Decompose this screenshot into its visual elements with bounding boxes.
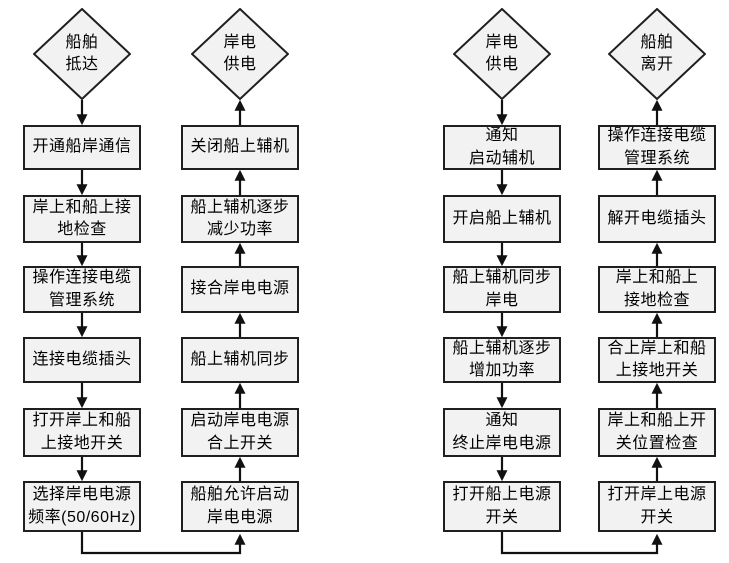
flow-step: 岸上和船上 接地检查 bbox=[598, 266, 716, 313]
terminal-shore-power-right: 岸电 供电 bbox=[453, 8, 551, 100]
terminal-label: 岸电 供电 bbox=[485, 34, 519, 73]
flow-step: 连接电缆插头 bbox=[23, 337, 141, 383]
diamond-shape bbox=[33, 8, 131, 100]
terminal-shore-power-left: 岸电 供电 bbox=[191, 8, 289, 100]
flow-step: 启动岸电电源 合上开关 bbox=[181, 408, 299, 457]
flow-step: 岸上和船上接 地检查 bbox=[23, 195, 141, 243]
flow-step: 接合岸电电源 bbox=[181, 266, 299, 313]
flow-step: 岸上和船上开 关位置检查 bbox=[598, 408, 716, 457]
terminal-ship-arrival: 船舶 抵达 bbox=[33, 8, 131, 100]
flow-step: 打开岸上和船 上接地开关 bbox=[23, 408, 141, 457]
flow-step: 开启船上辅机 bbox=[443, 195, 561, 243]
flow-step: 打开船上电源 开关 bbox=[443, 481, 561, 532]
flow-step: 船上辅机同步 岸电 bbox=[443, 266, 561, 313]
diamond-shape bbox=[453, 8, 551, 100]
terminal-ship-departure: 船舶 离开 bbox=[608, 8, 706, 100]
terminal-label: 船舶 离开 bbox=[640, 34, 674, 73]
terminal-label: 岸电 供电 bbox=[223, 34, 257, 73]
flow-step: 船舶允许启动 岸电电源 bbox=[181, 481, 299, 532]
diamond-shape bbox=[608, 8, 706, 100]
flow-step: 解开电缆插头 bbox=[598, 195, 716, 243]
flow-step: 选择岸电电源 频率(50/60Hz) bbox=[23, 481, 141, 532]
flow-step: 合上岸上和船 上接地开关 bbox=[598, 337, 716, 383]
flow-step: 操作连接电缆 管理系统 bbox=[598, 125, 716, 170]
terminal-label: 船舶 抵达 bbox=[65, 34, 99, 73]
flow-step: 通知 终止岸电电源 bbox=[443, 408, 561, 457]
flow-step: 开通船岸通信 bbox=[23, 125, 141, 170]
diamond-shape bbox=[191, 8, 289, 100]
flow-step: 关闭船上辅机 bbox=[181, 125, 299, 170]
flow-step: 船上辅机逐步 减少功率 bbox=[181, 195, 299, 243]
flow-step: 打开岸上电源 开关 bbox=[598, 481, 716, 532]
flow-step: 船上辅机同步 bbox=[181, 337, 299, 383]
flow-step: 船上辅机逐步 增加功率 bbox=[443, 337, 561, 383]
flow-step: 通知 启动辅机 bbox=[443, 125, 561, 170]
flow-step: 操作连接电缆 管理系统 bbox=[23, 266, 141, 313]
